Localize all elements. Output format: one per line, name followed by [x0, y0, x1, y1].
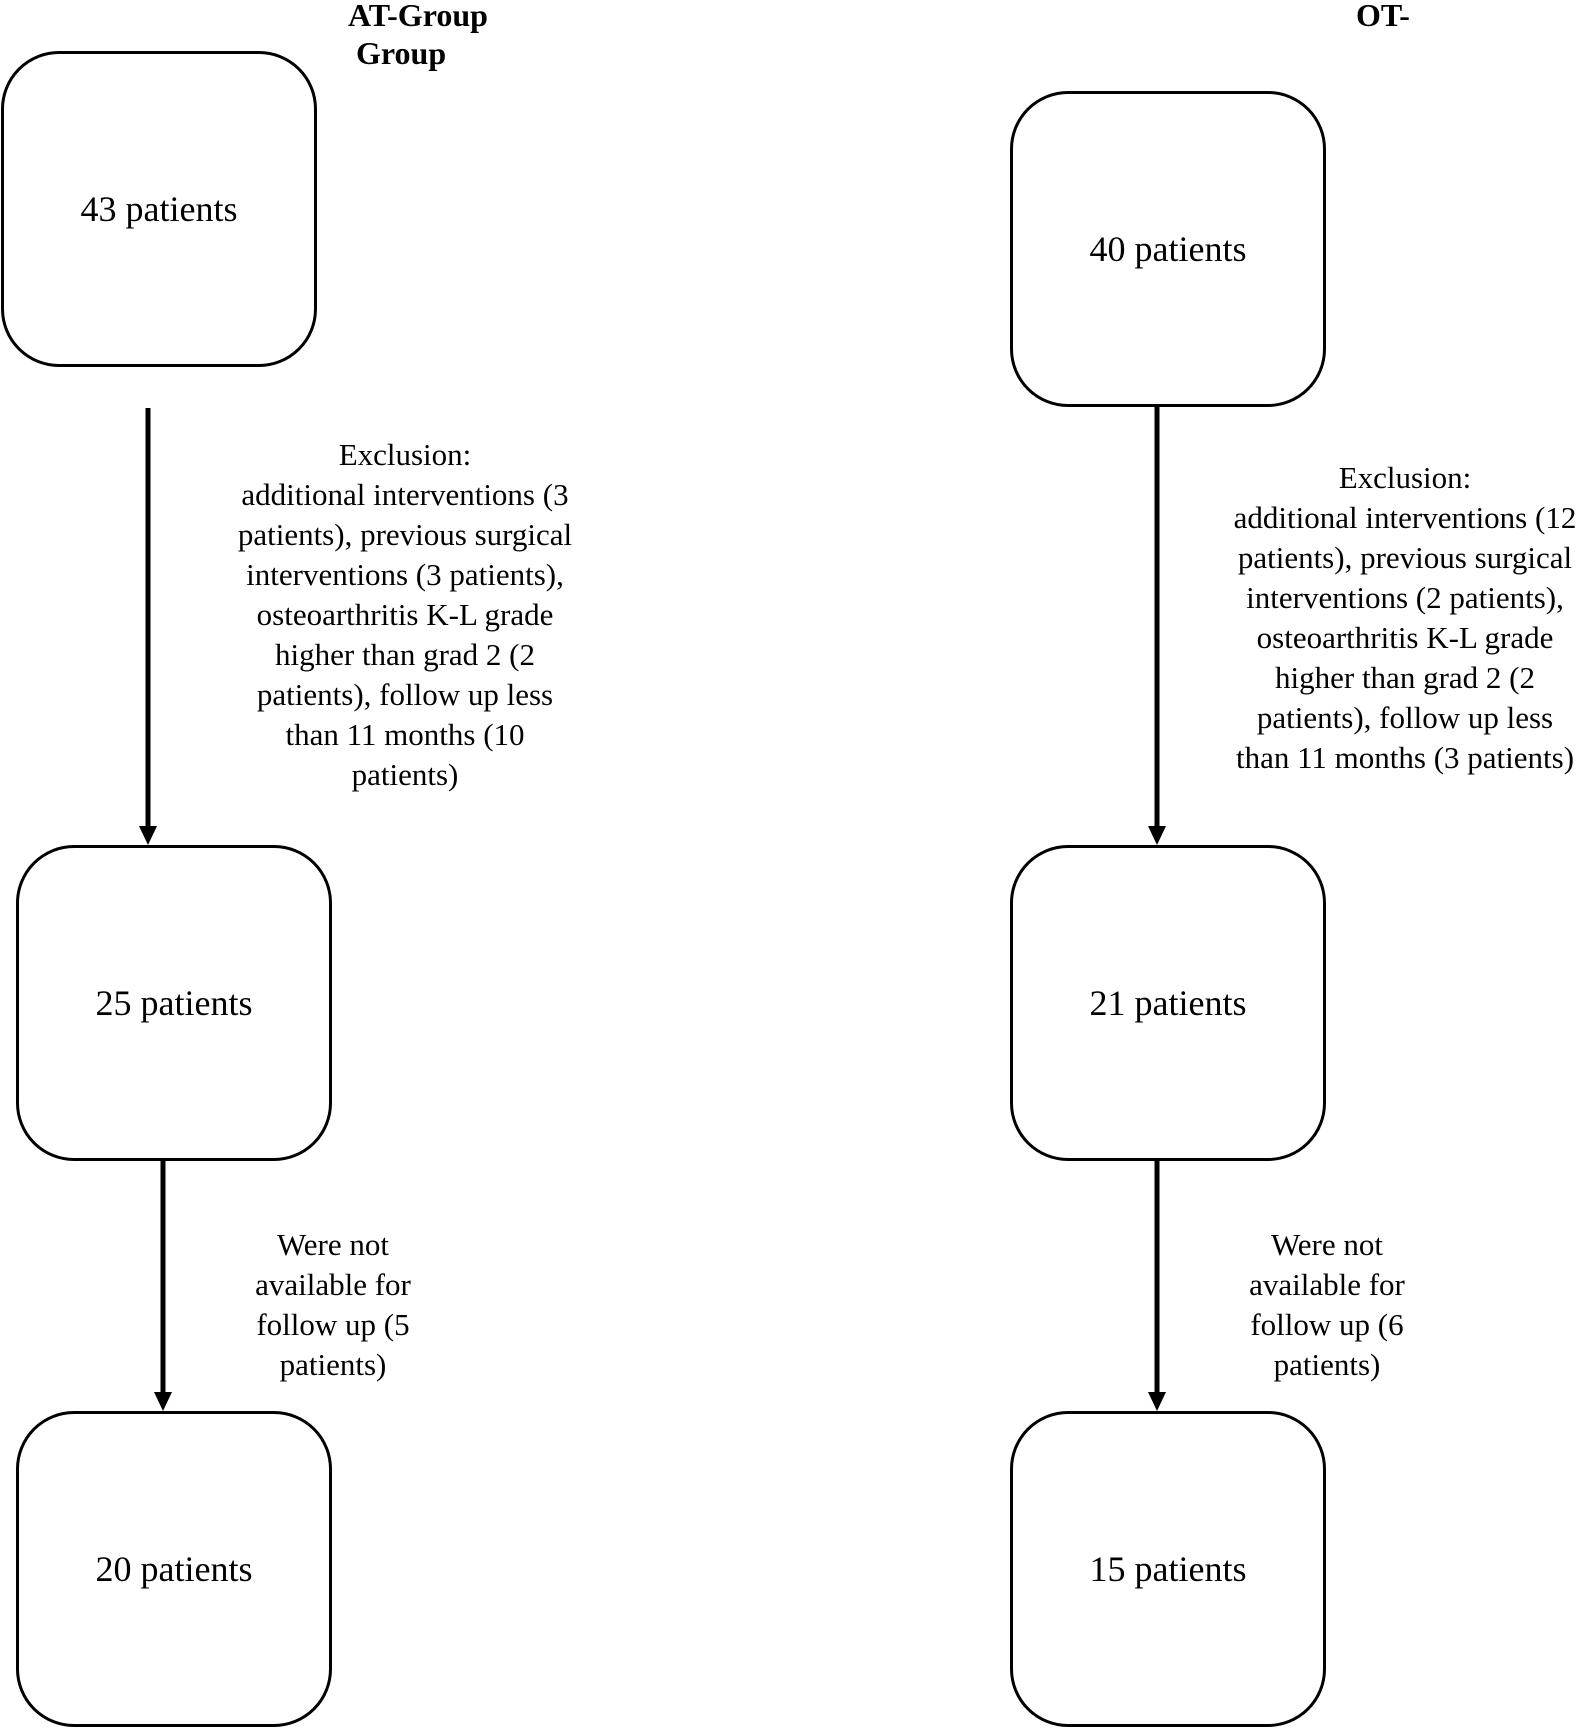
ot-box-final: 15 patients: [1010, 1411, 1326, 1727]
note-line: osteoarthritis K-L grade: [256, 597, 554, 632]
box-label: 40 patients: [1089, 229, 1247, 269]
note-line: follow up (6: [1250, 1307, 1404, 1342]
at-box-after-exclusion: 25 patients: [16, 845, 332, 1161]
box-label: 15 patients: [1089, 1549, 1247, 1589]
note-line: patients), follow up less: [1256, 700, 1554, 735]
note-line: patients): [351, 757, 459, 792]
at-arrow-2: [154, 1161, 172, 1411]
note-line: patients), follow up less: [256, 677, 554, 712]
note-line: Exclusion:: [338, 437, 472, 472]
ot-followup-note: Were not available for follow up (6 pati…: [1217, 1225, 1437, 1385]
ot-arrow-2: [1148, 1161, 1166, 1411]
note-line: than 11 months (10: [285, 717, 525, 752]
note-line: interventions (2 patients),: [1246, 580, 1564, 615]
note-line: patients): [279, 1347, 387, 1382]
at-group-title-line2: Group: [356, 35, 447, 71]
note-line: Were not: [277, 1227, 389, 1262]
note-line: patients): [1273, 1347, 1381, 1382]
note-line: than 11 months (3 patients): [1235, 740, 1575, 775]
note-line: patients), previous surgical: [237, 517, 573, 552]
note-line: Exclusion:: [1338, 460, 1472, 495]
at-box-final: 20 patients: [16, 1411, 332, 1727]
at-arrow-1: [139, 408, 157, 845]
note-line: osteoarthritis K-L grade: [1256, 620, 1554, 655]
box-label: 20 patients: [95, 1549, 253, 1589]
box-label: 21 patients: [1089, 983, 1247, 1023]
note-line: patients), previous surgical: [1237, 540, 1573, 575]
note-line: Were not: [1271, 1227, 1383, 1262]
ot-exclusion-note: Exclusion: additional interventions (12 …: [1195, 458, 1595, 778]
ot-box-after-exclusion: 21 patients: [1010, 845, 1326, 1161]
ot-arrow-1: [1148, 407, 1166, 845]
at-exclusion-note: Exclusion: additional interventions (3 p…: [210, 435, 600, 795]
box-label: 43 patients: [80, 189, 238, 229]
at-box-initial: 43 patients: [1, 51, 317, 367]
note-line: additional interventions (3: [241, 477, 569, 512]
at-group-title: AT-Group: [348, 0, 488, 33]
note-line: available for: [1249, 1267, 1405, 1302]
note-line: interventions (3 patients),: [246, 557, 564, 592]
ot-box-initial: 40 patients: [1010, 91, 1326, 407]
box-label: 25 patients: [95, 983, 253, 1023]
note-line: higher than grad 2 (2: [275, 637, 535, 672]
note-line: follow up (5: [256, 1307, 410, 1342]
ot-group-title: OT-: [1356, 0, 1410, 33]
note-line: higher than grad 2 (2: [1275, 660, 1535, 695]
note-line: additional interventions (12: [1233, 500, 1577, 535]
at-followup-note: Were not available for follow up (5 pati…: [223, 1225, 443, 1385]
note-line: available for: [255, 1267, 411, 1302]
